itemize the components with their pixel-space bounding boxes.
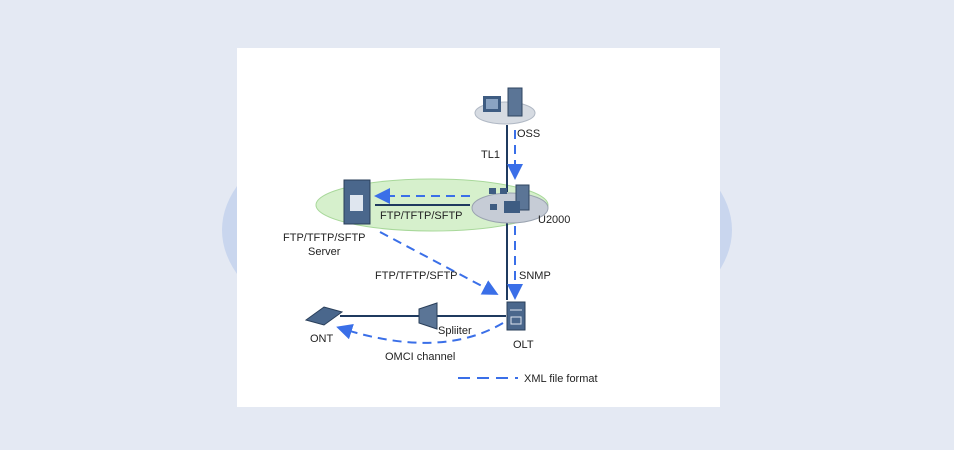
ont-icon	[304, 306, 344, 326]
ont-label: ONT	[310, 333, 334, 345]
oss-cloud-icon	[474, 87, 536, 125]
olt-label: OLT	[513, 339, 534, 351]
olt-icon	[506, 301, 526, 331]
omci-label: OMCI channel	[385, 351, 455, 363]
ftp-server-icon	[343, 179, 371, 225]
splitter-icon	[418, 302, 438, 330]
server-label-line2: Server	[308, 246, 341, 258]
splitter-label: Spliiter	[438, 325, 472, 337]
tl1-label: TL1	[481, 149, 500, 161]
oss-label: OSS	[517, 128, 540, 140]
u2000-label: U2000	[538, 214, 570, 226]
u2000-icon	[471, 184, 549, 224]
omci-channel-arc	[336, 322, 504, 344]
ftp-link-label: FTP/TFTP/SFTP	[380, 210, 463, 222]
server-label-line1: FTP/TFTP/SFTP	[283, 232, 366, 244]
server-to-olt-xml	[379, 231, 499, 295]
ftp-to-olt-label: FTP/TFTP/SFTP	[375, 270, 458, 282]
snmp-label: SNMP	[519, 270, 551, 282]
legend-label: XML file format	[524, 373, 598, 385]
